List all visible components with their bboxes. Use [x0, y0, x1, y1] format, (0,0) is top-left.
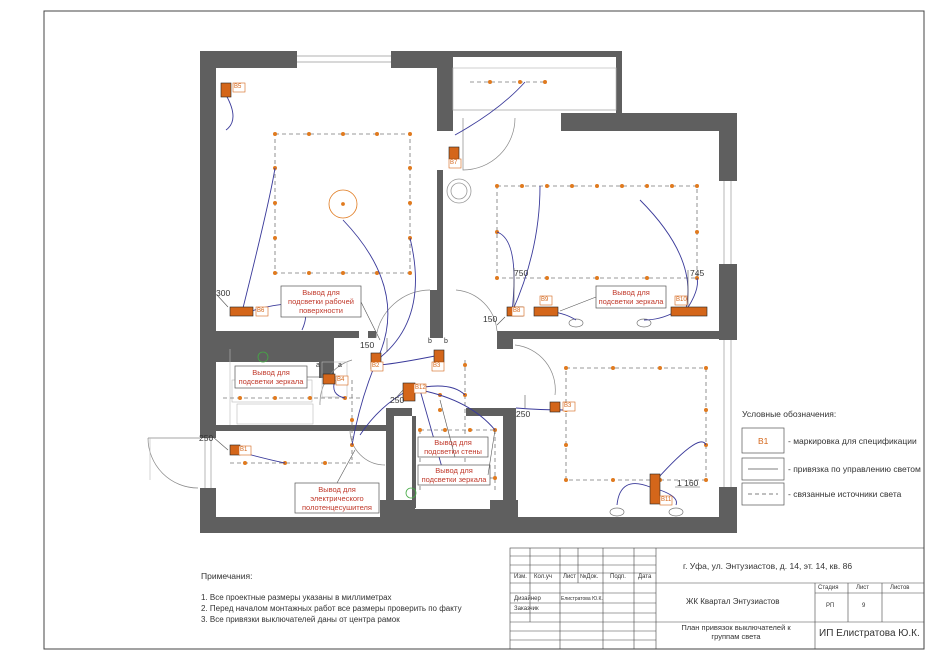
window-lines	[204, 55, 732, 488]
leaders	[212, 268, 700, 488]
stamp-header-kol: Кол.уч	[534, 574, 552, 580]
stamp-project: ЖК Квартал Энтузиастов	[686, 597, 780, 606]
stamp-header-izm: Изм.	[514, 574, 527, 580]
legend-title: Условные обозначения:	[742, 409, 837, 419]
switch-label-b1: B1	[240, 447, 248, 453]
dim-300: 300	[216, 288, 231, 298]
dim-1160: 1 160	[677, 478, 699, 488]
stamp-header-date: Дата	[638, 574, 652, 580]
callout-wall: Вывод для подсветки стены	[424, 438, 482, 456]
legend-control-text: - привязка по управлению светом	[788, 464, 921, 474]
dim-150-a: 150	[483, 314, 498, 324]
callout-work-surface: Вывод для подсветки рабочей поверхности	[288, 288, 354, 315]
stamp-header-list: Лист	[563, 574, 577, 580]
letter-a-2: a	[338, 362, 342, 369]
stamp-sheet-number: 9	[862, 603, 866, 609]
callout-mirror-3: Вывод для подсветки зеркала	[421, 466, 487, 484]
legend-symbol-b1: B1	[758, 436, 769, 446]
stamp-designer-name: Елистратова Ю.К.	[561, 596, 603, 602]
letter-b-1: b	[428, 338, 432, 345]
chandelier-icons	[257, 178, 472, 499]
letter-b-2: b	[444, 338, 448, 345]
stamp-address: г. Уфа, ул. Энтузиастов, д. 14, эт. 14, …	[683, 561, 853, 571]
dim-250-a: 250	[390, 395, 405, 405]
callout-towel-dryer: Вывод для электрического полотенцесушите…	[302, 485, 372, 512]
dim-150-b: 150	[360, 340, 375, 350]
stamp-stage: РП	[826, 603, 835, 609]
switch-label-b3b: B3	[433, 363, 441, 369]
note-1: 1. Все проектные размеры указаны в милли…	[201, 593, 392, 602]
legend-graphics	[741, 427, 785, 506]
switch-label-b10: B10	[676, 297, 687, 303]
dim-745: 745	[690, 268, 705, 278]
sheet-frame	[43, 10, 925, 650]
legend-spec-text: - маркировка для спецификации	[788, 436, 917, 446]
callout-mirror-1: Вывод для подсветки зеркала	[238, 368, 304, 386]
note-3: 3. Все привязки выключателей даны от цен…	[201, 615, 400, 624]
switch-label-b9: B9	[541, 297, 549, 303]
switch-label-b11: B11	[661, 497, 672, 503]
callout-boxes	[234, 285, 667, 514]
stamp-stage-label: Стадия	[818, 585, 839, 591]
note-2: 2. Перед началом монтажных работ все раз…	[201, 604, 462, 613]
title-block-grid	[509, 547, 925, 650]
stamp-header-podp: Подп.	[610, 574, 626, 580]
legend-linked-text: - связанные источники света	[788, 489, 902, 499]
stamp-designer-label: Дизайнер	[514, 596, 541, 602]
dim-750: 750	[514, 268, 529, 278]
dim-250-c: 250	[199, 433, 214, 443]
switch-label-b12: B12	[415, 385, 426, 391]
stamp-header-doc: №Док.	[580, 574, 599, 580]
spec-boxes	[232, 82, 688, 506]
walls	[200, 51, 737, 533]
notes-title: Примечания:	[201, 571, 253, 581]
switch-label-b6: B6	[257, 308, 265, 314]
dim-250-b: 250	[516, 409, 531, 419]
light-fixtures	[238, 80, 708, 482]
switch-label-b2: B2	[372, 363, 380, 369]
sconce-icons	[568, 318, 684, 517]
switch-label-b7: B7	[450, 160, 458, 166]
stamp-company: ИП Елистратова Ю.К.	[819, 628, 920, 639]
switch-label-b5: B5	[234, 84, 242, 90]
letter-a-1: a	[316, 362, 320, 369]
callout-mirror-2: Вывод для подсветки зеркала	[598, 288, 664, 306]
switch-label-b4: B4	[337, 377, 345, 383]
stamp-sheet-label: Лист	[856, 585, 870, 591]
stamp-sheet-title: План привязок выключателей к группам све…	[681, 623, 791, 641]
stamp-sheets-label: Листов	[890, 585, 910, 591]
stamp-client-label: Заказчик	[514, 606, 539, 612]
switch-label-b8: B8	[513, 308, 521, 314]
switch-label-b3a: B3	[564, 403, 572, 409]
